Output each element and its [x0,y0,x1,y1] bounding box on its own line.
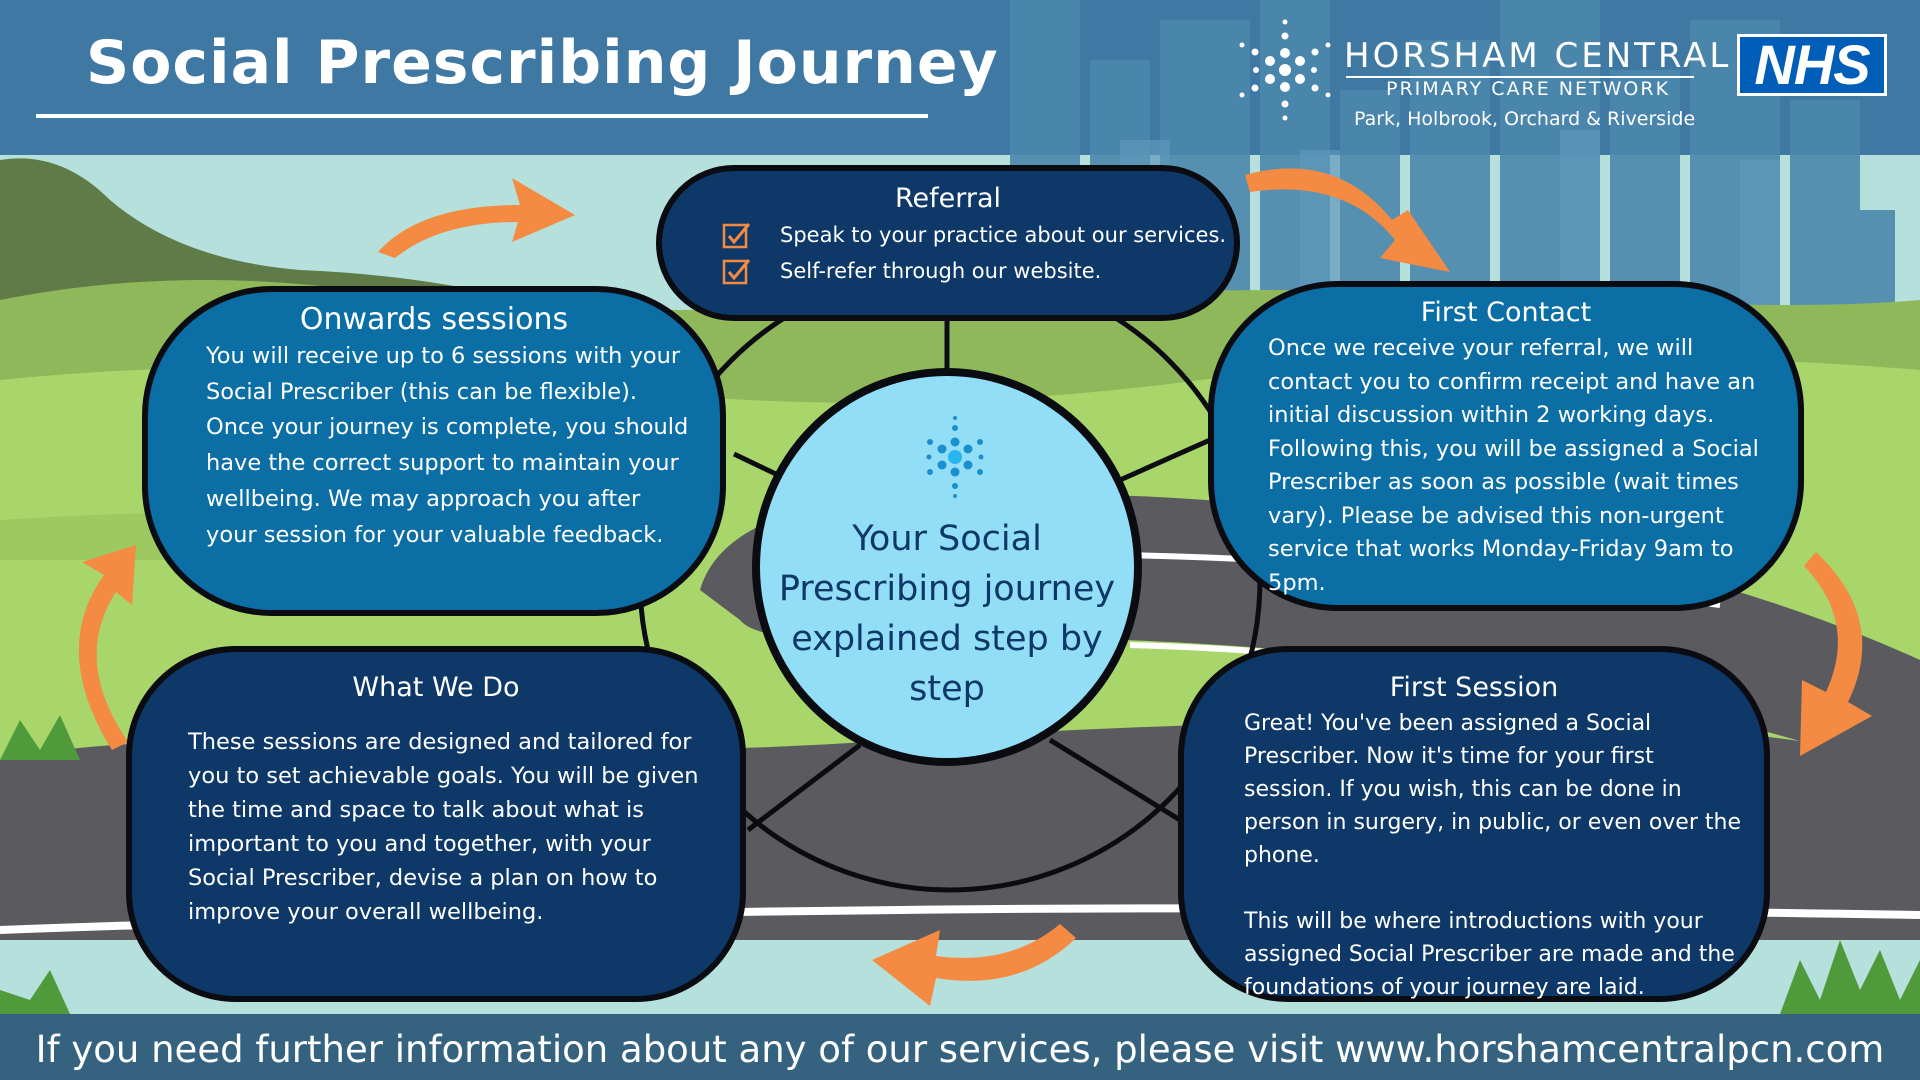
card-first-session-body: Great! You've been assigned a Social Pre… [1244,707,1744,1004]
card-first-contact: First Contact Once we receive your refer… [1208,281,1804,611]
referral-item-text: Speak to your practice about our service… [780,223,1227,247]
card-first-session-title: First Session [1389,672,1559,703]
dot-burst-logo-icon [1239,19,1331,121]
logo-rule [1346,76,1694,78]
logo-practices: Park, Holbrook, Orchard & Riverside [1354,108,1696,130]
center-circle: Your Social Prescribing journey explaine… [752,368,1142,766]
card-first-contact-title: First Contact [1420,297,1592,328]
dot-burst-logo-icon [926,416,984,498]
card-what-we-do-title: What We Do [352,672,520,703]
center-text: Your Social Prescribing journey explaine… [778,519,1116,709]
title-underline [36,114,928,118]
card-referral: Referral Speak to your practice about ou… [656,165,1240,321]
card-what-we-do-body: These sessions are designed and tailored… [188,729,699,925]
card-what-we-do: What We Do These sessions are designed a… [126,646,746,1002]
card-onwards-sessions: Onwards sessions You will receive up to … [142,286,726,616]
referral-item-text: Self-refer through our website. [780,259,1102,283]
nhs-logo-text: NHS [1740,37,1884,93]
checkbox-tick-icon [722,259,751,285]
card-first-session-paragraph: This will be where introductions with yo… [1244,909,1735,1000]
footer-bar [0,1014,1920,1080]
footer-text: If you need further information about an… [35,1028,1885,1071]
card-first-session: First Session Great! You've been assigne… [1178,646,1770,1002]
logo-name: HORSHAM CENTRAL [1344,36,1732,76]
referral-item: Speak to your practice about our service… [722,220,1226,250]
card-referral-title: Referral [894,183,1002,214]
card-onwards-sessions-body: You will receive up to 6 sessions with y… [206,343,689,548]
nhs-logo: NHS [1737,34,1887,96]
referral-item: Self-refer through our website. [722,256,1204,286]
card-first-contact-body: Once we receive your referral, we will c… [1268,335,1759,596]
card-onwards-sessions-title: Onwards sessions [299,302,569,337]
page-title: Social Prescribing Journey [86,28,999,98]
logo-subtitle: PRIMARY CARE NETWORK [1386,78,1671,100]
card-first-session-paragraph: Great! You've been assigned a Social Pre… [1244,711,1741,868]
checkbox-tick-icon [722,223,751,249]
